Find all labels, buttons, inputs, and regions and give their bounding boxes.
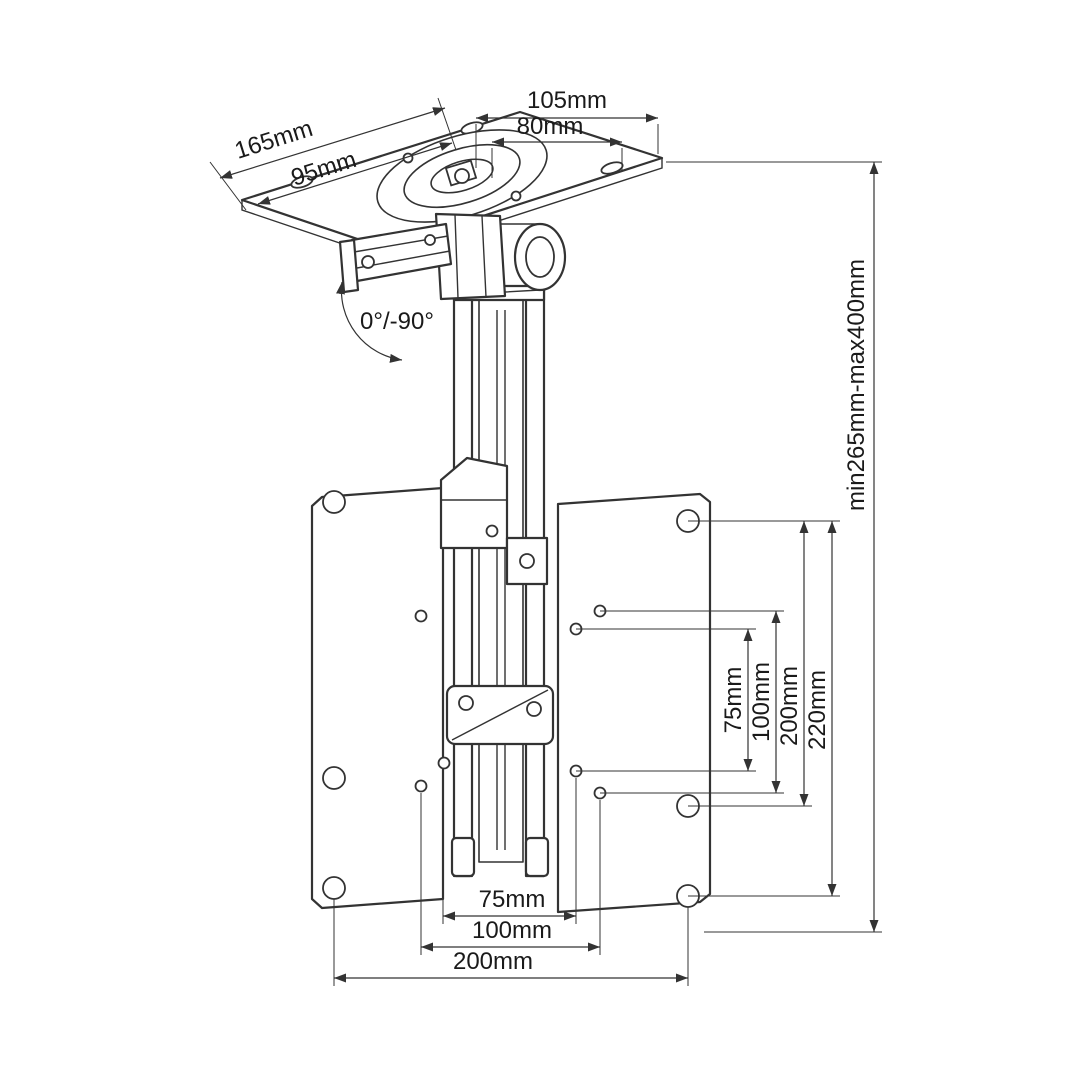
vesa-plate — [310, 486, 712, 914]
linkage-pivot-hole — [458, 695, 474, 711]
linkage-pivot-hole — [526, 701, 542, 717]
mounting-hole — [322, 876, 346, 900]
arm-right-foot — [524, 836, 550, 878]
linkage-diagonal — [451, 689, 549, 741]
hinge-knob — [424, 234, 436, 246]
hinge-bracket — [434, 212, 507, 301]
mounting-hole — [437, 756, 451, 770]
plate-slot-hole — [600, 161, 624, 175]
hinge-knob — [361, 255, 375, 269]
tilt-angle-label: 0°/-90° — [360, 308, 434, 335]
tilt-hinge — [338, 212, 567, 301]
dim-vesa-v75-label: 75mm — [720, 667, 747, 734]
dim-vesa-v220-label: 220mm — [804, 670, 831, 750]
dim-vesa-v200-label: 200mm — [776, 666, 803, 746]
tilt-angle-annotation: 0°/-90° — [336, 281, 434, 363]
hinge-cylinder-bore — [525, 236, 555, 278]
arm-left-foot — [450, 836, 476, 878]
mounting-hole — [322, 490, 346, 514]
dim-plate-hole-width-label: 80mm — [517, 113, 584, 140]
dim-plate-width-label: 105mm — [527, 87, 607, 114]
hub-screw — [510, 190, 522, 202]
vesa-plate-right-panel — [556, 492, 712, 914]
mounting-hole — [414, 609, 428, 623]
mounting-hole — [414, 779, 428, 793]
hinge-left-endcap — [338, 238, 360, 294]
vesa-plate-left-panel — [310, 486, 445, 910]
telescopic-arm — [439, 284, 555, 878]
dim-vesa-h100-label: 100mm — [472, 917, 552, 944]
dim-vesa-h75-label: 75mm — [479, 886, 546, 913]
extension-line — [437, 97, 457, 151]
dim-vesa-v100-label: 100mm — [748, 662, 775, 742]
tilt-angle-arc — [336, 281, 403, 363]
bracket-pivot-hole — [519, 553, 535, 569]
arm-inner-slot — [496, 310, 506, 850]
arm-left-rail — [452, 284, 474, 878]
clamp-screw-hole — [485, 524, 499, 538]
dim-plate-depth-label: 165mm — [232, 115, 316, 165]
dim-extension-range-label: min265mm-max400mm — [843, 259, 870, 511]
extension-line — [209, 161, 247, 211]
dim-vesa-h200-label: 200mm — [453, 948, 533, 975]
dimension-line — [257, 142, 453, 205]
hub-center-bolt — [454, 168, 470, 184]
hinge-bracket-ribs — [454, 214, 487, 299]
mounting-hole — [322, 766, 346, 790]
